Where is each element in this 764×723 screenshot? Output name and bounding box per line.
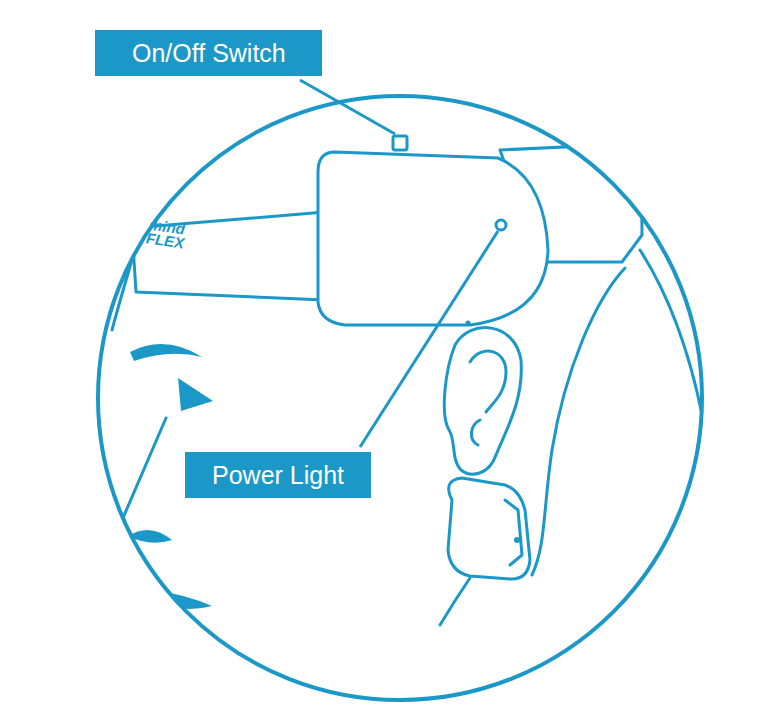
- ear-inner: [470, 351, 506, 445]
- ear: [444, 328, 521, 475]
- power-light: [496, 220, 506, 230]
- eyebrow: [130, 344, 202, 361]
- eye: [178, 378, 213, 411]
- ear-clip-dot: [514, 537, 520, 543]
- cable: [440, 578, 470, 625]
- callout-box: On/Off Switch: [95, 30, 322, 76]
- logo-wrapper: mind FLEX: [138, 217, 193, 252]
- callout-label: Power Light: [212, 463, 344, 488]
- logo-text: mind FLEX: [145, 216, 186, 252]
- ear-clip-inner: [505, 500, 522, 565]
- callout-label: On/Off Switch: [132, 41, 286, 66]
- leader-line: [360, 231, 498, 447]
- callout-box: Power Light: [185, 452, 371, 498]
- sensor-pod: [318, 152, 548, 325]
- ear-clip: [448, 478, 530, 579]
- ear-clip-wire: [532, 268, 625, 575]
- headband: [132, 212, 325, 300]
- sensor-dot: [466, 321, 471, 326]
- detail-circle: [98, 96, 702, 700]
- on-off-switch: [393, 136, 407, 150]
- leader-line: [300, 80, 395, 134]
